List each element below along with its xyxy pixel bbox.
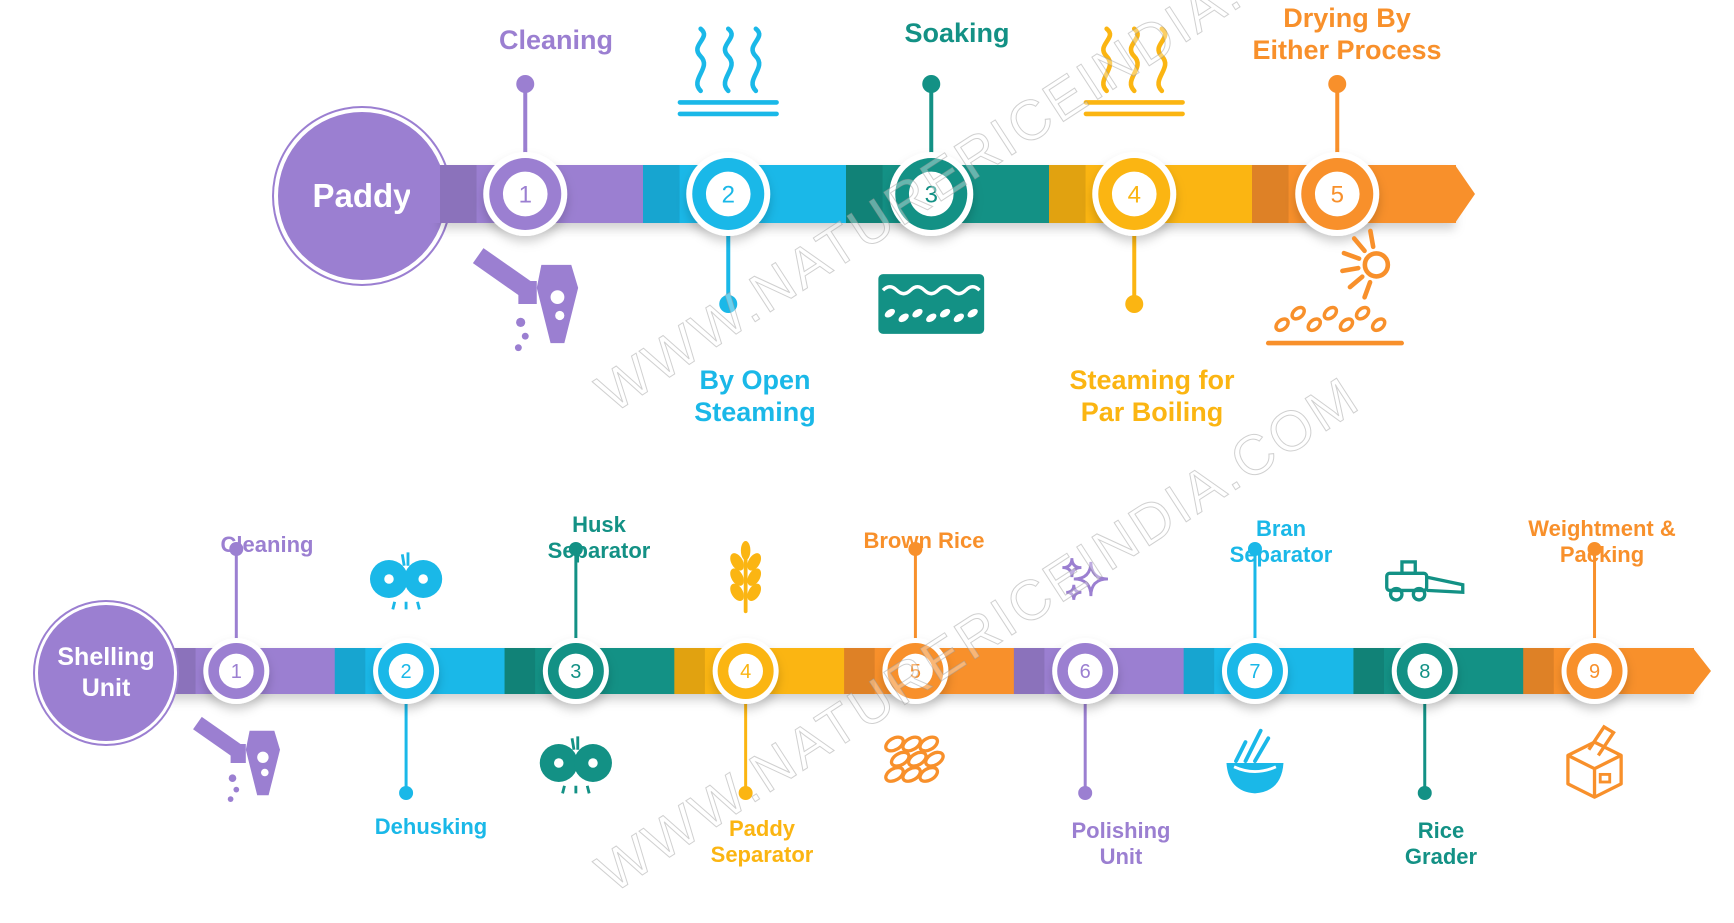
start-label: Paddy [312, 177, 412, 214]
row2-step9-label: Weightment & Packing [1528, 516, 1676, 568]
row1-step2-label: By Open Steaming [694, 365, 816, 428]
band-segment-edge [846, 165, 883, 223]
band-segment-edge [504, 648, 536, 694]
band-segment-edge [674, 648, 705, 694]
start-label: Shelling Unit [57, 642, 155, 702]
step-number: 5 [1331, 182, 1344, 209]
connector-dot [1328, 75, 1347, 93]
row2-step6-label: Polishing Unit [1071, 818, 1171, 870]
band-segment-edge [1183, 648, 1215, 694]
sparkle-icon [1062, 558, 1109, 600]
step-node-inner [218, 653, 254, 689]
step-number: 4 [740, 661, 751, 683]
band-segment-edge [334, 648, 366, 694]
row2-step7-label: Bran Separator [1229, 516, 1333, 568]
row1-step1-label: Cleaning [498, 25, 614, 55]
band-segment [410, 165, 441, 223]
cleaning-machine-icon [472, 248, 579, 352]
row1-step3-label: Soaking [904, 18, 1010, 48]
band-segment-edge [844, 648, 875, 694]
connector-dot [568, 542, 583, 556]
step-number: 7 [1249, 661, 1260, 683]
step-node-inner [558, 653, 594, 689]
row2-step2-label: Dehusking [374, 814, 488, 839]
connector-dot [516, 75, 535, 93]
row1-step5-label: Drying By Either Process [1252, 3, 1442, 66]
step-node-inner [1314, 171, 1360, 217]
step-number: 2 [401, 661, 412, 683]
row2-step4-label: Paddy Separator [710, 816, 814, 868]
band-segment-edge [440, 165, 477, 223]
connector-dot [399, 786, 414, 800]
band-segment-edge [1252, 165, 1289, 223]
connector-dot [229, 542, 244, 556]
step-node-inner [728, 653, 763, 689]
step-number: 3 [570, 661, 581, 683]
connector-dot [1247, 542, 1262, 556]
soaking-tank-icon [878, 274, 985, 334]
steam-icon [677, 26, 779, 117]
connector-dot [908, 542, 923, 556]
dehusking-rollers-icon [369, 552, 443, 610]
connector-dot [1587, 542, 1602, 556]
band-segment-edge [1049, 165, 1086, 223]
band-segment-edge [1523, 648, 1554, 694]
connector-dot [719, 295, 738, 313]
step-number: 6 [1080, 661, 1091, 683]
connector-dot [1417, 786, 1432, 800]
step-node-inner [502, 171, 548, 217]
step-node-inner [388, 653, 424, 689]
rice-grains-icon [884, 735, 945, 783]
arrow-head [1455, 165, 1475, 223]
step-node-inner [908, 171, 954, 217]
connector-dot [738, 786, 753, 800]
wheat-icon [730, 541, 762, 614]
bowl-icon [1226, 728, 1284, 794]
steam-icon [1083, 26, 1185, 117]
step-number: 4 [1128, 182, 1141, 209]
step-number: 3 [925, 182, 938, 209]
harvester-icon [1385, 560, 1465, 602]
step-node-inner [1407, 653, 1443, 689]
connector-dot [922, 75, 941, 93]
row2-step5-label: Brown Rice [863, 528, 985, 553]
row2-step8-label: Rice Grader [1404, 818, 1478, 870]
step-node-inner [1111, 171, 1157, 217]
row2-step1-label: Cleaning [220, 532, 314, 557]
row1-step4-label: Steaming for Par Boiling [1069, 365, 1235, 428]
step-number: 9 [1589, 661, 1600, 683]
step-number: 5 [910, 661, 921, 683]
husk-rollers-icon [539, 736, 612, 794]
connector-dot [1078, 786, 1093, 800]
step-node-inner [1577, 653, 1612, 689]
band-segment-edge [643, 165, 680, 223]
band-segment-edge [1353, 648, 1385, 694]
start-circle-shelling-unit: Shelling Unit [38, 605, 174, 741]
package-icon [1566, 724, 1623, 799]
step-number: 1 [519, 182, 532, 209]
arrow-head [1693, 648, 1711, 694]
step-number: 2 [722, 182, 735, 209]
band-segment-edge [1013, 648, 1045, 694]
connector-dot [1125, 295, 1144, 313]
step-node-inner [898, 653, 933, 689]
step-number: 8 [1419, 661, 1430, 683]
step-number: 1 [231, 661, 242, 683]
step-node-inner [705, 171, 751, 217]
sun-drying-icon [1265, 228, 1404, 346]
cleaning-machine-icon [193, 716, 281, 802]
row2-step3-label: Husk Separator [547, 512, 651, 564]
step-node-inner [1237, 653, 1273, 689]
step-node-inner [1067, 653, 1103, 689]
